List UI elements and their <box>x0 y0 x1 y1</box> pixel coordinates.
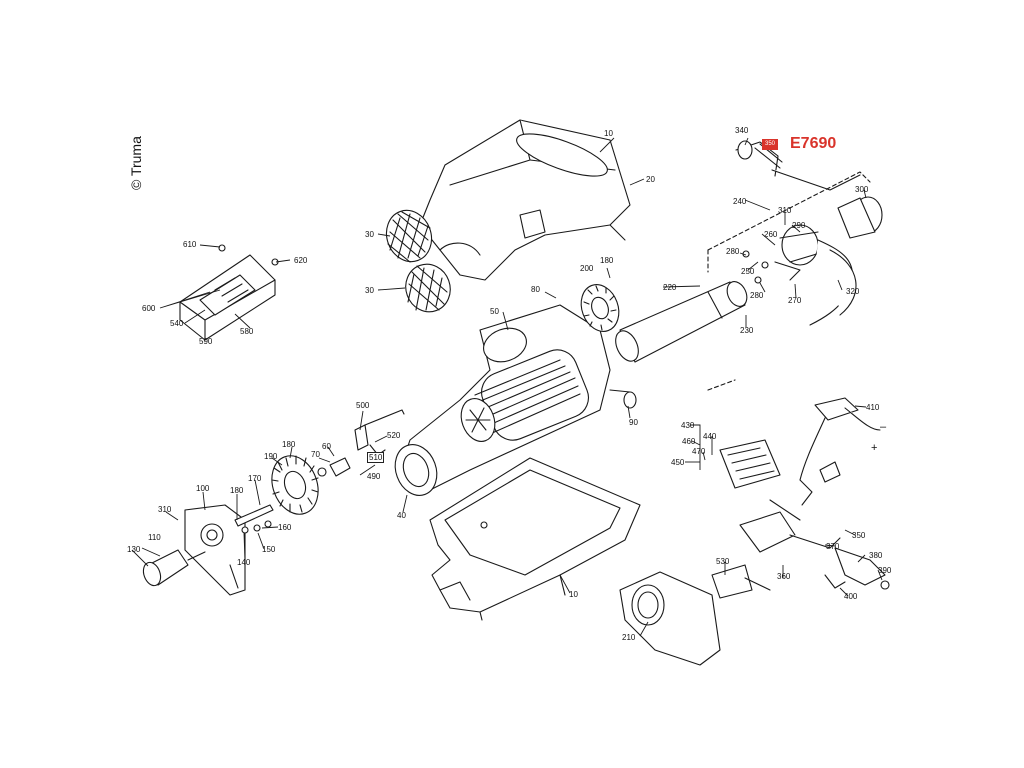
part-label-360: 360 <box>777 572 791 581</box>
part-label-340: 340 <box>735 126 749 135</box>
part-label-160: 160 <box>278 523 292 532</box>
part-label-130: 130 <box>127 545 141 554</box>
part-label-80: 80 <box>531 285 540 294</box>
coupling-part <box>318 458 350 476</box>
bracket-clip-part <box>355 410 404 455</box>
part-label-10-top: 10 <box>604 129 613 138</box>
air-tube-part <box>611 278 750 364</box>
part-label-270: 270 <box>788 296 802 305</box>
part-label-210: 210 <box>622 633 636 642</box>
part-label-390: 390 <box>878 566 892 575</box>
part-label-170: 170 <box>248 474 262 483</box>
part-label-230: 230 <box>740 326 754 335</box>
part-label-580: 580 <box>240 327 254 336</box>
ignition-electrode-part <box>800 398 880 505</box>
part-label-490: 490 <box>367 472 381 481</box>
part-label-600: 600 <box>142 304 156 313</box>
gas-valve-group-part <box>736 141 882 325</box>
highlighted-part-tag: 350 <box>762 139 778 150</box>
part-label-470: 470 <box>692 447 706 456</box>
part-label-10-base: 10 <box>569 590 578 599</box>
part-label-150: 150 <box>262 545 276 554</box>
highlighted-part-code: E7690 <box>790 135 837 152</box>
motor-mount-plate-part <box>185 505 245 595</box>
fan-wheel-part <box>575 279 625 336</box>
part-label-620: 620 <box>294 256 308 265</box>
blower-wheel-part <box>264 449 326 520</box>
part-label-30-upper: 30 <box>365 230 374 239</box>
part-label-310-right: 310 <box>778 206 792 215</box>
terminal-plus-label: + <box>871 442 878 454</box>
air-grille-upper <box>379 204 438 268</box>
part-label-370: 370 <box>826 542 840 551</box>
part-label-380: 380 <box>869 551 883 560</box>
part-label-460: 460 <box>682 437 696 446</box>
part-label-50: 50 <box>490 307 499 316</box>
air-grille-lower <box>399 258 457 318</box>
base-tray-part <box>430 458 640 620</box>
control-circuit-board-part <box>720 440 780 488</box>
copyright-notice: © Truma <box>128 136 144 190</box>
part-label-280-lower: 280 <box>750 291 764 300</box>
burner-switch-part <box>740 500 889 589</box>
part-label-220: 220 <box>663 283 677 292</box>
part-label-140: 140 <box>237 558 251 567</box>
part-label-290: 290 <box>792 221 806 230</box>
part-label-110: 110 <box>148 533 161 542</box>
part-label-440: 440 <box>703 432 717 441</box>
part-label-430: 430 <box>681 421 695 430</box>
part-label-300: 300 <box>855 185 869 194</box>
part-label-590: 590 <box>199 337 213 346</box>
control-unit-part <box>180 245 278 340</box>
electric-motor-part <box>140 550 205 588</box>
part-label-520: 520 <box>387 431 401 440</box>
side-cover-part <box>620 572 720 665</box>
motor-shaft-part <box>235 505 273 533</box>
part-label-180-fan: 180 <box>282 440 296 449</box>
part-label-350: 350 <box>852 531 866 540</box>
part-label-260: 260 <box>764 230 778 239</box>
part-label-90: 90 <box>629 418 638 427</box>
part-label-500: 500 <box>356 401 370 410</box>
top-cover-part <box>420 120 630 280</box>
heat-exchanger-part <box>388 305 636 501</box>
part-label-530: 530 <box>716 557 730 566</box>
part-label-60: 60 <box>322 442 331 451</box>
part-label-200: 200 <box>580 264 594 273</box>
part-label-40: 40 <box>397 511 406 520</box>
part-label-510: 510 <box>367 452 385 463</box>
part-label-70: 70 <box>311 450 320 459</box>
part-label-250: 250 <box>741 267 755 276</box>
part-label-100: 100 <box>196 484 210 493</box>
part-label-400: 400 <box>844 592 858 601</box>
part-label-20: 20 <box>646 175 655 184</box>
part-label-320: 320 <box>846 287 860 296</box>
part-label-180-shaft: 180 <box>230 486 244 495</box>
ignition-unit-part <box>712 565 770 598</box>
part-label-190: 190 <box>264 452 278 461</box>
part-label-180-top: 180 <box>600 256 614 265</box>
part-label-450: 450 <box>671 458 685 467</box>
part-label-540: 540 <box>170 319 184 328</box>
terminal-minus-label: – <box>880 421 887 433</box>
part-label-410: 410 <box>866 403 880 412</box>
part-label-310-left: 310 <box>158 505 172 514</box>
part-label-240: 240 <box>733 197 747 206</box>
part-label-610: 610 <box>183 240 197 249</box>
part-label-30-lower: 30 <box>365 286 374 295</box>
part-label-280-upper: 280 <box>726 247 740 256</box>
